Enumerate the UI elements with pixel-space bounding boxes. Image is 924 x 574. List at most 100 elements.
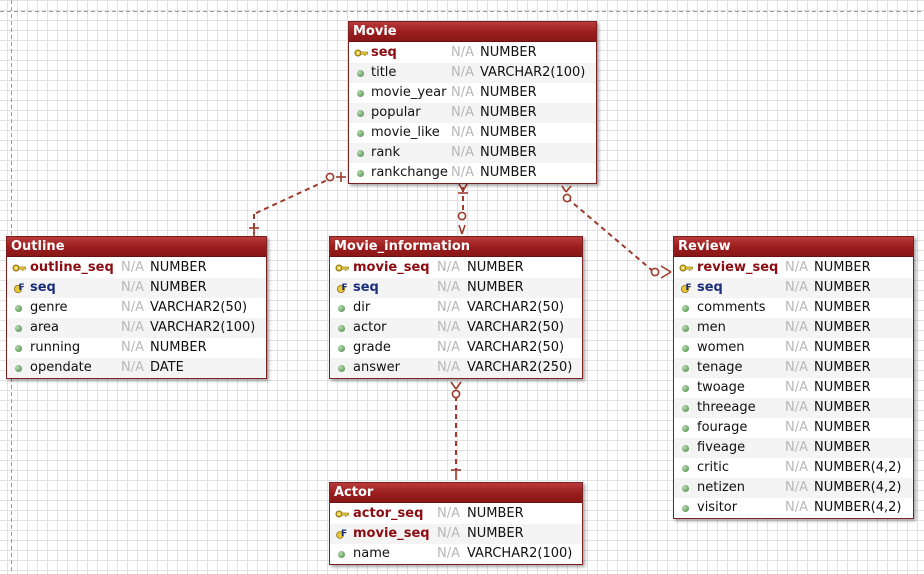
column-name: movie_seq [353, 526, 430, 541]
column-type: DATE [150, 360, 184, 375]
column-name: rank [371, 145, 401, 160]
column-dot-icon [679, 478, 693, 498]
column-nullability: N/A [437, 300, 460, 315]
column-nullability: N/A [451, 145, 474, 160]
svg-text:F: F [342, 283, 348, 293]
column-name: seq [697, 280, 723, 295]
column-dot-icon [354, 63, 368, 83]
relationship-movie-outline [253, 176, 335, 215]
column-type: NUMBER [467, 260, 524, 275]
column-name: fourage [697, 420, 748, 435]
column-name: netizen [697, 480, 746, 495]
column-name: dir [353, 300, 371, 315]
column-type: NUMBER [814, 400, 871, 415]
column-name: visitor [697, 500, 738, 515]
column-type: VARCHAR2(100) [150, 320, 256, 335]
column-name: movie_year [371, 85, 447, 100]
column-name: comments [697, 300, 766, 315]
marker-optional-circle [451, 389, 461, 399]
table-title: Review [674, 237, 913, 257]
table-title: Outline [7, 237, 266, 257]
column-name: title [371, 65, 397, 80]
column-type: NUMBER [467, 526, 524, 541]
column-type: NUMBER [480, 125, 537, 140]
column-dot-icon [12, 318, 26, 338]
column-row-comments[interactable]: comments N/A NUMBER [674, 298, 913, 318]
column-dot-icon [679, 298, 693, 318]
column-type: NUMBER(4,2) [814, 500, 902, 515]
column-type: NUMBER [814, 300, 871, 315]
column-dot-icon [12, 298, 26, 318]
svg-text:F: F [686, 283, 692, 293]
column-type: NUMBER [814, 440, 871, 455]
column-nullability: N/A [437, 320, 460, 335]
column-type: NUMBER [480, 165, 537, 180]
column-name: seq [353, 280, 379, 295]
key-icon [335, 258, 349, 278]
column-name: women [697, 340, 745, 355]
key-icon [12, 258, 26, 278]
column-dot-icon [335, 358, 349, 378]
column-row-title[interactable]: title N/A VARCHAR2(100) [349, 63, 596, 83]
column-type: VARCHAR2(100) [480, 65, 586, 80]
column-name: grade [353, 340, 391, 355]
marker-crow-left [458, 183, 464, 192]
column-name: actor_seq [353, 506, 424, 521]
column-type: VARCHAR2(250) [467, 360, 573, 375]
column-name: review_seq [697, 260, 779, 275]
column-type: VARCHAR2(100) [467, 546, 573, 561]
column-type: NUMBER [814, 260, 871, 275]
column-nullability: N/A [785, 340, 808, 355]
column-nullability: N/A [451, 85, 474, 100]
column-dot-icon [335, 544, 349, 564]
column-name: critic [697, 460, 729, 475]
column-nullability: N/A [451, 65, 474, 80]
column-name: area [30, 320, 59, 335]
column-nullability: N/A [785, 300, 808, 315]
column-dot-icon [679, 458, 693, 478]
column-name: movie_seq [353, 260, 430, 275]
column-nullability: N/A [437, 280, 460, 295]
svg-text:F: F [341, 529, 347, 539]
